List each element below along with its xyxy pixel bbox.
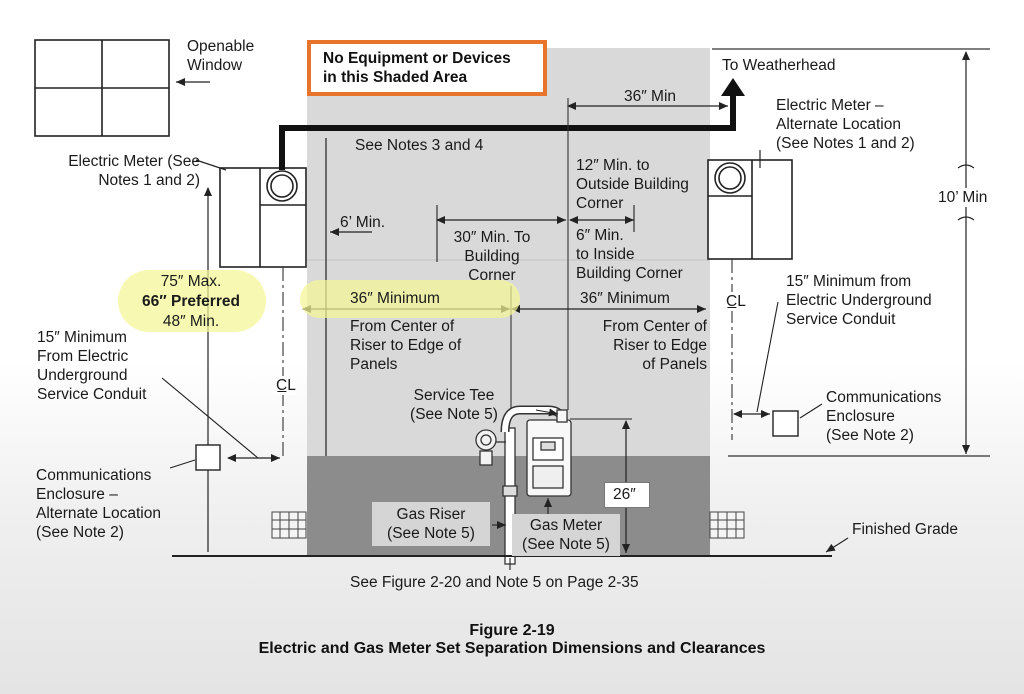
break-mark-top <box>957 164 975 169</box>
dim-26-box <box>604 482 650 508</box>
comm-enclosure-right-label: Communications Enclosure (See Note 2) <box>826 389 942 444</box>
vent-grate-left <box>271 511 307 539</box>
finished-grade-label: Finished Grade <box>852 521 958 538</box>
gas-meter-box <box>512 514 620 556</box>
six-ft-min-label: 6’ Min. <box>340 214 386 231</box>
fifteen-left-leader <box>161 377 259 459</box>
finished-grade-arrow <box>825 537 849 553</box>
centerline-right-label: C̲L <box>726 292 746 311</box>
comm-left-leader <box>169 459 196 469</box>
min-36-right-label: 36″ Minimum <box>580 290 670 307</box>
service-tee-arrow <box>535 408 559 417</box>
ten-ft-min-label: 10’ Min <box>938 188 988 207</box>
electric-meter-left-leader <box>195 159 227 171</box>
fifteen-right-leader <box>756 301 779 413</box>
gas-riser-box <box>372 502 490 546</box>
dim-26-label: 26″ <box>613 486 636 503</box>
highlight-36-minimum <box>300 280 520 318</box>
see-notes-3-4-label: See Notes 3 and 4 <box>355 137 484 154</box>
thirty-min-corner-label: 30″ Min. To Building Corner <box>453 229 531 284</box>
electric-meter-right <box>707 159 793 260</box>
openable-window-label: Openable Window <box>187 38 255 74</box>
openable-window <box>34 39 170 137</box>
comm-enclosure-left-label: Communications Enclosure – Alternate Loc… <box>36 467 161 541</box>
fifteen-min-right-label: 15″ Minimum from Electric Underground Se… <box>786 273 932 328</box>
min-36-left-label: 36″ Minimum <box>350 290 440 307</box>
gas-meter-label: Gas Meter (See Note 5) <box>522 517 610 553</box>
electric-meter-left <box>219 167 307 268</box>
shaded-area-upper <box>307 48 710 458</box>
service-tee-label: Service Tee (See Note 5) <box>410 387 498 423</box>
highlight-meter-height <box>118 270 266 332</box>
preferred-66-label: 66″ Preferred <box>142 293 240 310</box>
to-weatherhead-label: To Weatherhead <box>722 57 836 74</box>
fifteen-min-left-label: 15″ Minimum From Electric Underground Se… <box>37 329 147 403</box>
gas-meter-body <box>502 409 572 497</box>
comm-enclosure-right <box>772 410 799 437</box>
dim-36-min-label: 36″ Min <box>624 88 677 105</box>
comm-right-leader <box>799 403 823 419</box>
gas-riser-label: Gas Riser (See Note 5) <box>387 506 475 542</box>
vent-grate-right <box>709 511 745 539</box>
min-48-label: 48″ Min. <box>162 313 220 330</box>
figure-number: Figure 2-19 <box>469 622 555 639</box>
break-mark-bottom <box>957 216 975 221</box>
max-75-label: 75″ Max. <box>160 273 222 290</box>
electric-meter-label: Electric Meter (See Notes 1 and 2) <box>68 153 200 189</box>
comm-enclosure-left <box>195 444 221 471</box>
service-conduit <box>279 92 736 170</box>
six-min-inside-label: 6″ Min. to Inside Building Corner <box>576 227 683 282</box>
centerline-left-label: C̲L <box>276 376 296 395</box>
from-center-left-label: From Center of Riser to Edge of Panels <box>350 318 462 373</box>
from-center-right-label: From Center of Riser to Edge of Panels <box>602 318 707 373</box>
twelve-min-outside-label: 12″ Min. to Outside Building Corner <box>576 157 689 212</box>
weatherhead-arrowhead <box>721 78 745 96</box>
gas-regulator <box>475 429 506 466</box>
no-equipment-warning: No Equipment or Devices in this Shaded A… <box>307 40 547 96</box>
electric-meter-alt-label: Electric Meter – Alternate Location (See… <box>776 97 915 152</box>
see-figure-label: See Figure 2-20 and Note 5 on Page 2-35 <box>350 574 639 591</box>
figure-title: Electric and Gas Meter Set Separation Di… <box>258 640 766 657</box>
